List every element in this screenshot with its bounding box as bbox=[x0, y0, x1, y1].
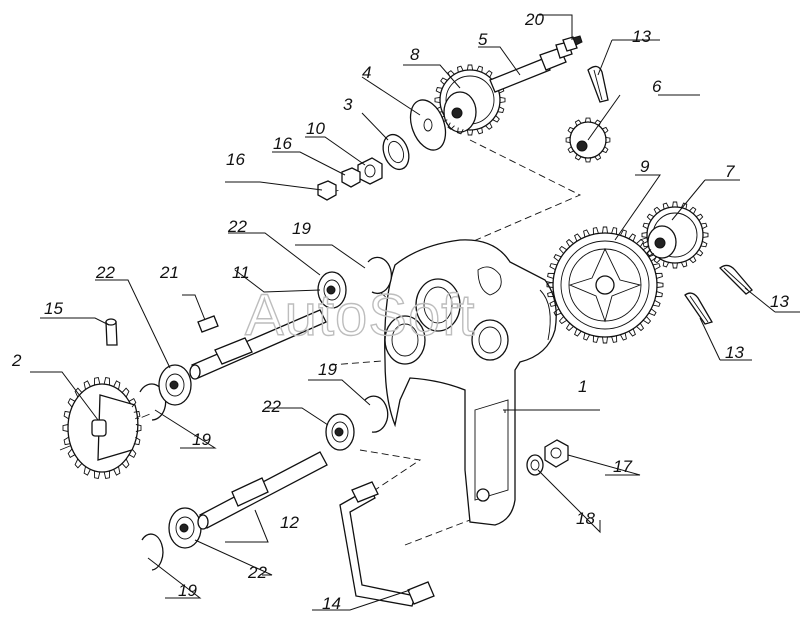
circlip-upper bbox=[367, 256, 393, 295]
sprocket bbox=[62, 376, 142, 480]
cotter-pin-top bbox=[587, 65, 609, 103]
callout-1: 1 bbox=[578, 377, 587, 396]
callout-19-upper: 19 bbox=[292, 219, 311, 238]
callout-22-lower: 22 bbox=[247, 563, 267, 582]
bearing-upper bbox=[317, 271, 347, 309]
grease-fitting bbox=[562, 35, 583, 52]
callout-19-middle: 19 bbox=[318, 360, 337, 379]
callout-labels: 1 2 3 4 5 6 7 8 9 10 11 12 13 13 13 14 1… bbox=[11, 10, 789, 613]
bearing-left bbox=[158, 364, 192, 406]
callout-7: 7 bbox=[725, 162, 735, 181]
callout-11: 11 bbox=[232, 263, 250, 282]
callout-6: 6 bbox=[652, 77, 662, 96]
watermark-text: AutoSoft bbox=[245, 283, 475, 348]
callout-18: 18 bbox=[576, 509, 595, 528]
callout-13-top: 13 bbox=[632, 27, 651, 46]
hex-nut-16a bbox=[341, 167, 361, 188]
lock-washer-18 bbox=[526, 454, 544, 476]
hub-gear bbox=[434, 64, 506, 136]
set-pin bbox=[105, 318, 118, 346]
callout-20: 20 bbox=[524, 10, 544, 29]
leader-lines bbox=[30, 14, 800, 611]
callout-22-upper: 22 bbox=[227, 217, 247, 236]
lever-rod bbox=[339, 481, 435, 607]
hex-nut-16b bbox=[317, 180, 337, 201]
callout-19-left: 19 bbox=[192, 430, 211, 449]
callout-15: 15 bbox=[44, 299, 63, 318]
hex-nut-17 bbox=[544, 439, 569, 468]
cotter-pin-right bbox=[719, 264, 753, 295]
callout-17: 17 bbox=[613, 457, 632, 476]
callout-8: 8 bbox=[410, 45, 420, 64]
callout-22-left: 22 bbox=[95, 263, 115, 282]
callout-2: 2 bbox=[11, 351, 22, 370]
callout-14: 14 bbox=[322, 594, 341, 613]
drive-shaft-upper bbox=[189, 309, 327, 380]
callout-16-upper: 16 bbox=[273, 134, 292, 153]
callout-22-middle: 22 bbox=[261, 397, 281, 416]
housing-bracket bbox=[384, 239, 557, 526]
callout-21: 21 bbox=[159, 263, 179, 282]
callout-10: 10 bbox=[306, 119, 325, 138]
bearing-middle bbox=[325, 413, 355, 451]
callout-5: 5 bbox=[478, 30, 488, 49]
circlip-middle bbox=[364, 395, 389, 433]
bearing-lower bbox=[168, 507, 202, 549]
hex-nut-10 bbox=[357, 157, 383, 185]
callout-13-right: 13 bbox=[770, 292, 789, 311]
shaft-key bbox=[197, 315, 219, 333]
drive-shaft-lower bbox=[197, 451, 328, 530]
ring-washer bbox=[382, 133, 410, 171]
callout-4: 4 bbox=[362, 63, 371, 82]
circlip-lower bbox=[141, 533, 164, 571]
callout-16-lower: 16 bbox=[226, 150, 245, 169]
callout-3: 3 bbox=[343, 95, 353, 114]
callout-9: 9 bbox=[640, 157, 650, 176]
large-gear bbox=[546, 226, 664, 344]
cotter-pin-mid bbox=[684, 292, 713, 325]
callout-12: 12 bbox=[280, 513, 299, 532]
callout-13-mid: 13 bbox=[725, 343, 744, 362]
compound-gear-right bbox=[641, 201, 709, 269]
callout-19-lower: 19 bbox=[178, 581, 197, 600]
washer-large bbox=[409, 99, 447, 151]
